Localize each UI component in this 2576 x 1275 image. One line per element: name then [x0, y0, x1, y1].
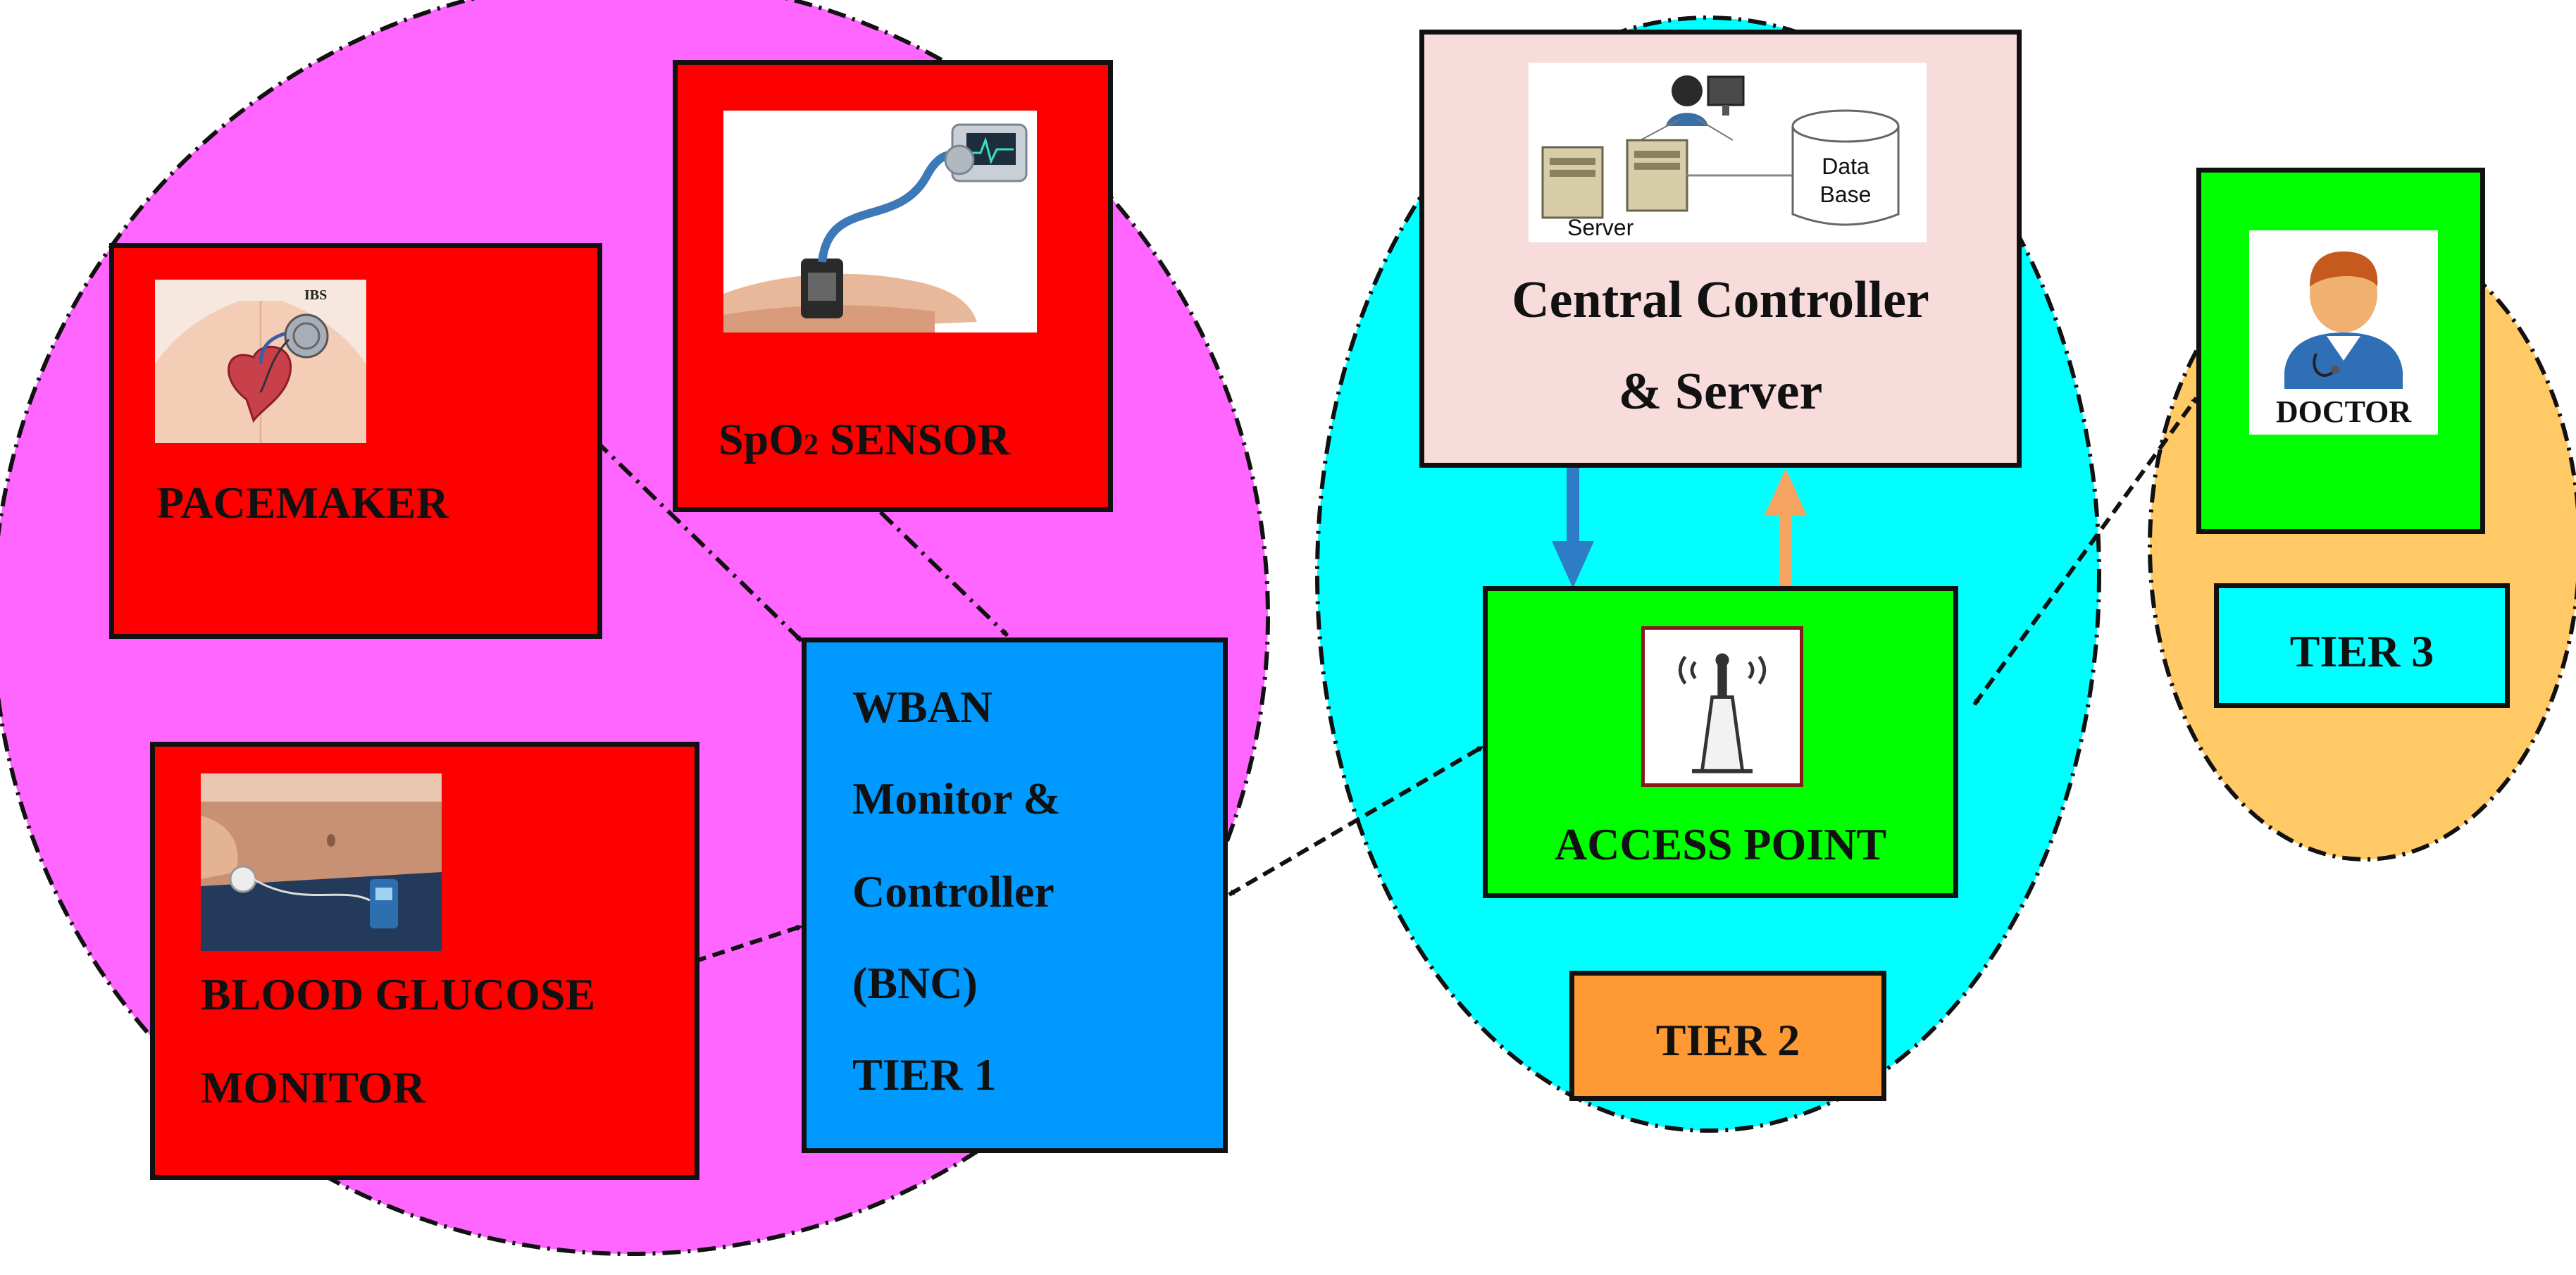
server-database-image: Server Data Base — [1529, 63, 1927, 242]
server-label-line2: & Server — [1618, 363, 1823, 421]
spo2-to-bnc-link — [878, 510, 1009, 638]
server-caption: Server — [1567, 215, 1634, 240]
glucose-image — [201, 773, 442, 951]
pacemaker-label: PACEMAKER — [156, 478, 449, 528]
database-caption-line2: Base — [1820, 182, 1872, 207]
doctor-avatar-image: DOCTOR — [2249, 230, 2438, 435]
spo2-sensor-node: SpO2 SENSOR — [673, 60, 1113, 512]
access-point-to-server-arrow — [1765, 468, 1807, 590]
bnc-node: WBAN Monitor & Controller (BNC) TIER 1 — [802, 638, 1228, 1153]
database-caption-line1: Data — [1822, 154, 1869, 179]
bnc-to-access-point-link — [1228, 745, 1484, 897]
access-point-node: ACCESS POINT — [1483, 586, 1958, 898]
pacemaker-to-bnc-link — [593, 438, 804, 643]
tier2-label: TIER 2 — [1655, 1015, 1800, 1065]
antenna-tower-image — [1645, 630, 1800, 783]
doctor-label: DOCTOR — [2276, 394, 2413, 429]
bnc-label-line3: Controller — [852, 866, 1054, 916]
spo2-label-suffix: SENSOR — [818, 414, 1011, 464]
pacemaker-image: IBS — [155, 280, 366, 443]
blood-glucose-monitor-node: BLOOD GLUCOSE MONITOR — [150, 742, 699, 1180]
server-to-access-point-arrow — [1552, 465, 1594, 588]
heart-pacemaker-image: IBS — [155, 280, 366, 443]
spo2-label: SpO2 SENSOR — [718, 417, 1010, 462]
spo2-label-prefix: SpO — [718, 414, 804, 464]
glucose-label-line2: MONITOR — [201, 1062, 425, 1112]
access-point-label: ACCESS POINT — [1554, 819, 1887, 869]
wrist-pulse-oximeter-image — [723, 111, 1037, 332]
glucose-label-line1: BLOOD GLUCOSE — [201, 969, 596, 1019]
access-point-image — [1641, 626, 1803, 787]
bnc-label-line2: Monitor & — [852, 773, 1061, 823]
tier3-tag: TIER 3 — [2214, 583, 2510, 708]
doctor-image: DOCTOR — [2249, 230, 2438, 435]
tier2-tag: TIER 2 — [1569, 971, 1886, 1101]
pacemaker-image-text: IBS — [304, 287, 327, 303]
insulin-pump-image — [201, 773, 442, 951]
bnc-label-line1: WBAN — [852, 682, 993, 732]
central-controller-server-node: Server Data Base Central Controller & Se… — [1419, 30, 2022, 468]
doctor-node: DOCTOR — [2196, 168, 2485, 534]
bnc-label-line4: (BNC) — [852, 958, 978, 1008]
server-image: Server Data Base — [1529, 63, 1927, 242]
spo2-image — [723, 111, 1037, 332]
pacemaker-node: IBS PACEMAKER — [109, 243, 602, 639]
bnc-label-line5: TIER 1 — [852, 1050, 997, 1100]
access-point-to-doctor-link — [1972, 397, 2198, 706]
spo2-label-subscript: 2 — [803, 429, 819, 461]
tier3-label: TIER 3 — [2289, 626, 2434, 676]
server-label-line1: Central Controller — [1512, 271, 1929, 329]
